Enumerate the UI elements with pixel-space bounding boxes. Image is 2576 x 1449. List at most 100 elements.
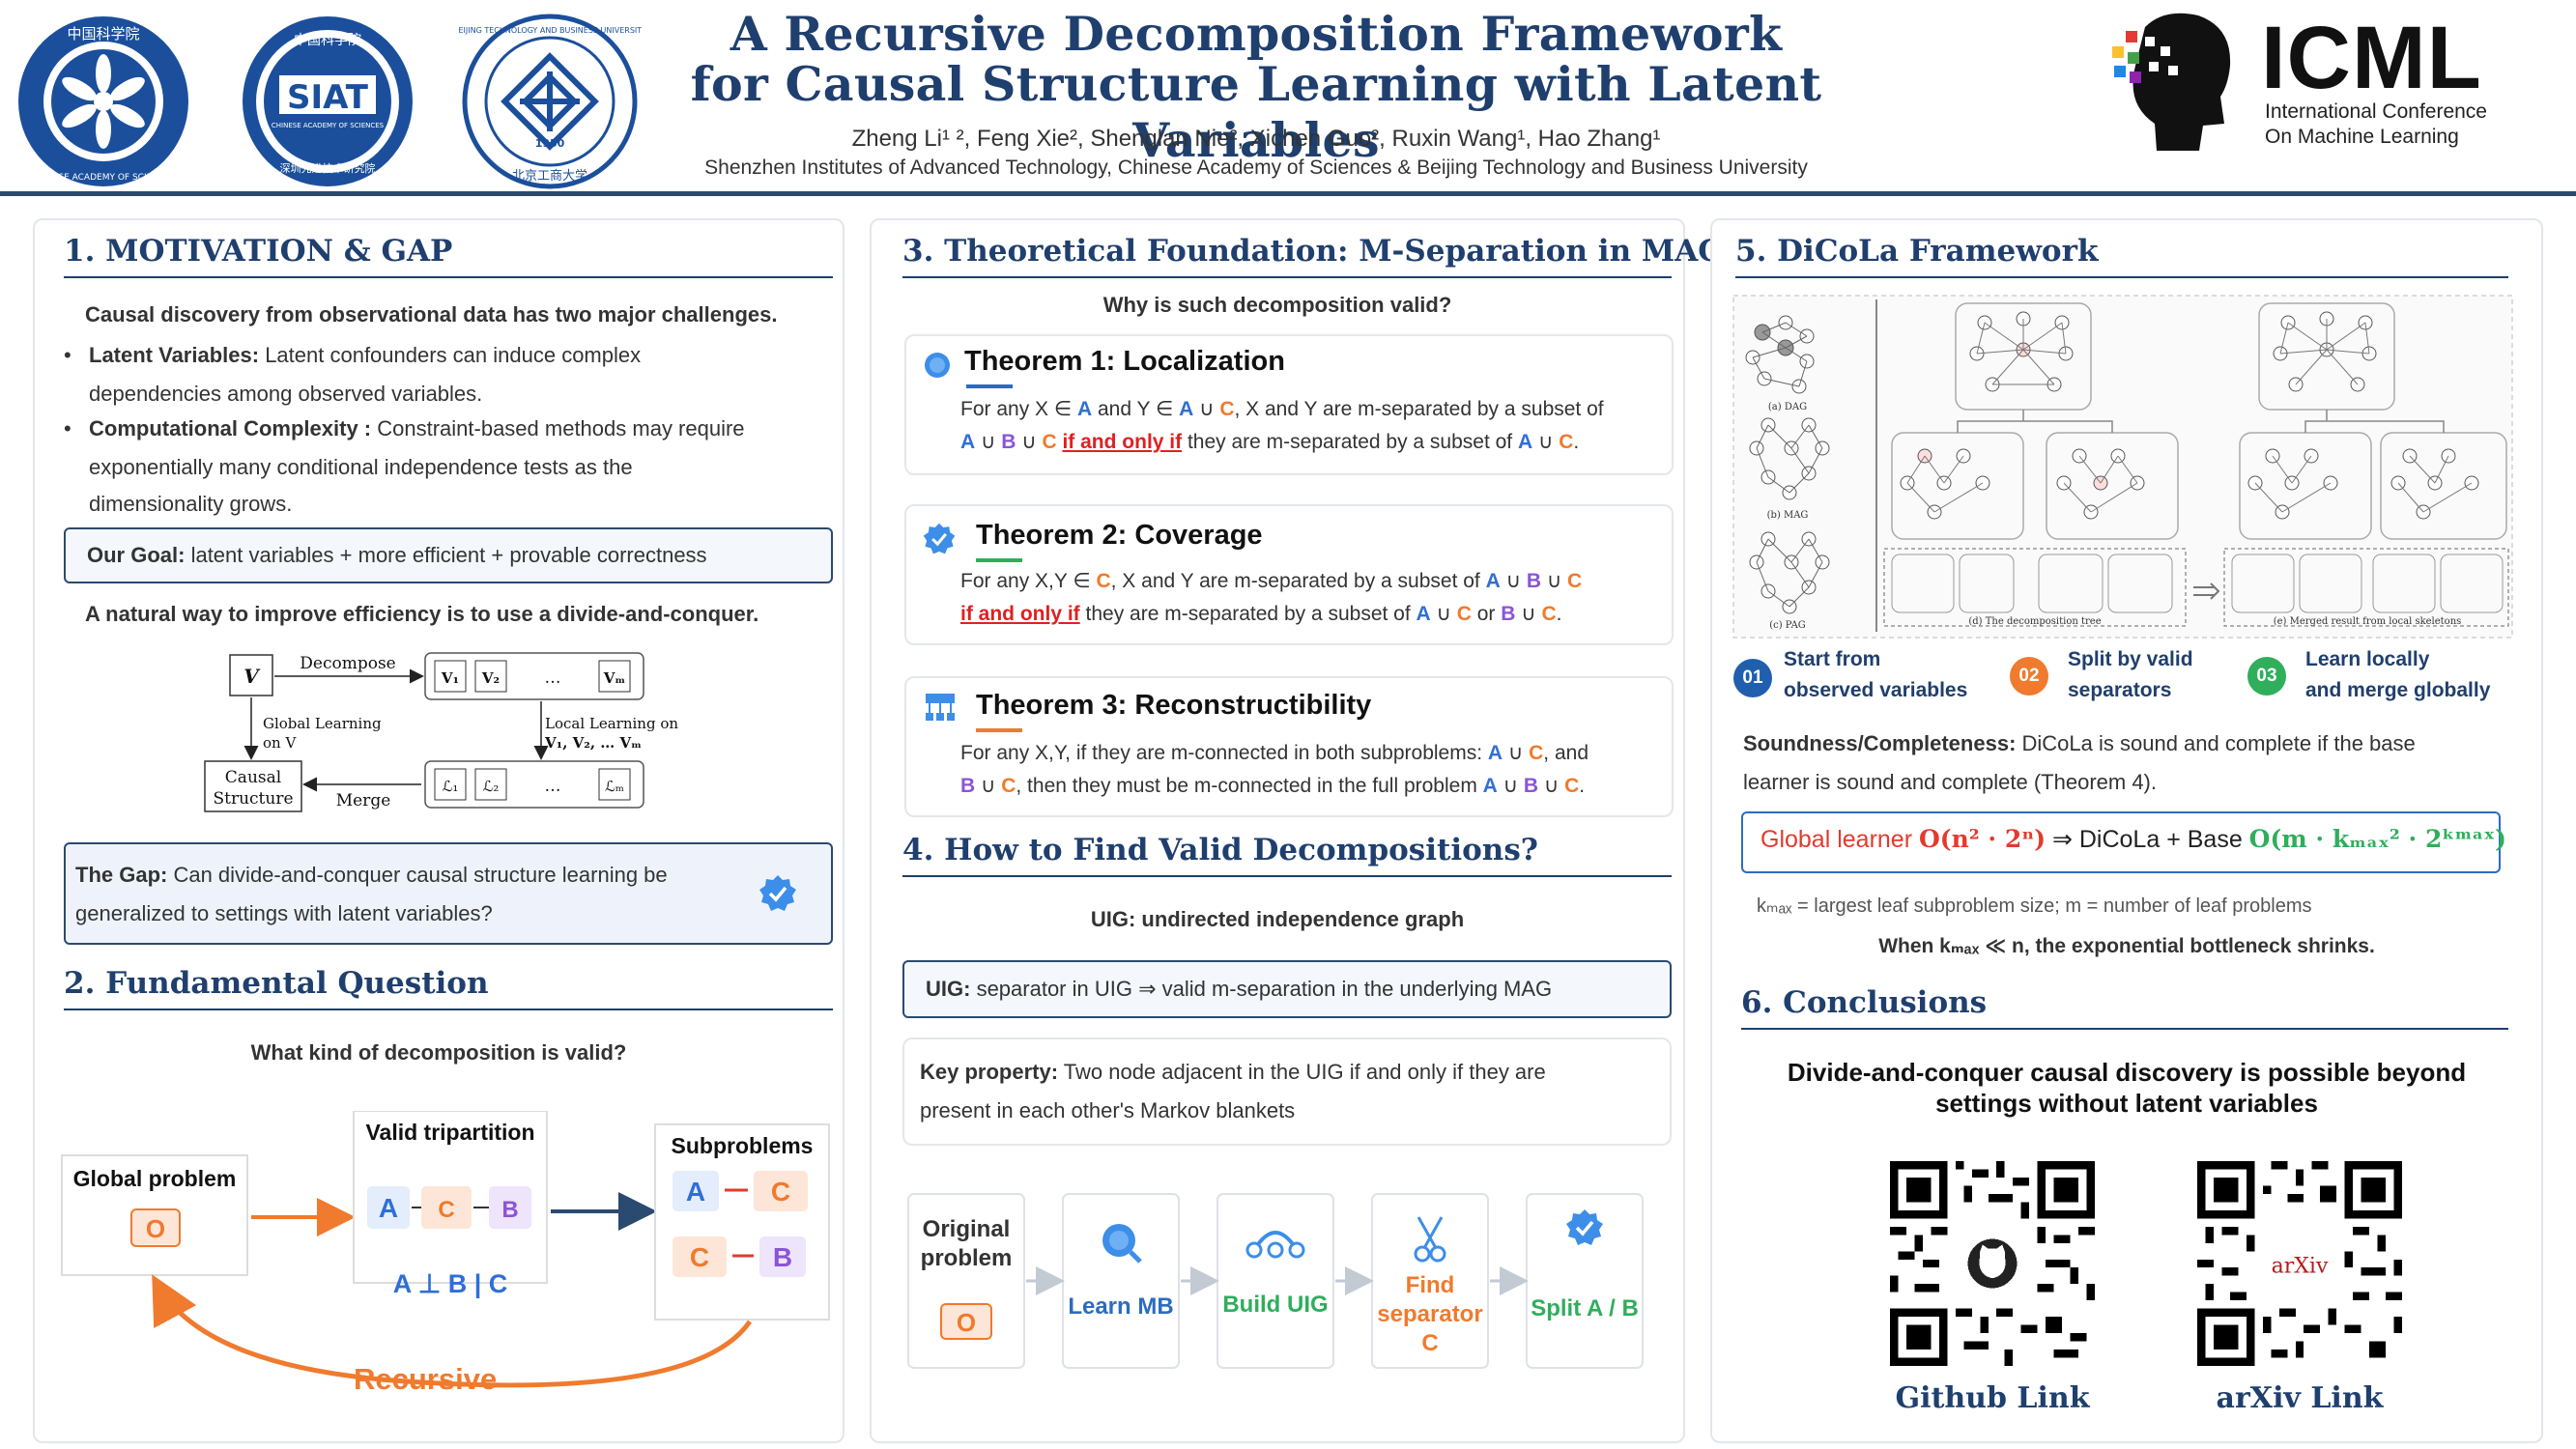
- section3-title: 3. Theoretical Foundation: M-Separation …: [902, 234, 1741, 269]
- trip-indep: A ⊥ B | C: [393, 1269, 508, 1298]
- trip-b: B: [501, 1197, 518, 1223]
- flow-original2: problem: [921, 1245, 1013, 1271]
- t1a: For any X ∈: [960, 398, 1077, 420]
- arxiv-qr-code[interactable]: arXiv: [2197, 1161, 2402, 1366]
- diag-global2: on V: [263, 734, 297, 752]
- key-line2: present in each other's Markov blankets: [920, 1098, 1296, 1122]
- t1k: ∪: [1016, 431, 1043, 453]
- s1-bullet2-head: Computational Complexity :: [89, 416, 372, 440]
- theorem2-line1: For any X,Y ∈ C, X and Y are m-separated…: [960, 562, 1582, 601]
- trip-c: C: [438, 1197, 454, 1223]
- diag-decompose: Decompose: [300, 654, 395, 673]
- uig-flow-diagram: Original problem O Learn MB Build UIG Fi…: [907, 1193, 1644, 1369]
- section6-title: 6. Conclusions: [1741, 985, 1988, 1020]
- soundness-body: DiCoLa is sound and complete if the base: [2016, 731, 2416, 755]
- cas-logo-cn: 中国科学院: [67, 25, 139, 43]
- icml-logo-sub1: International Conference: [2265, 100, 2487, 123]
- btbu-logo: 1950 BEIJING TECHNOLOGY AND BUSINESS UNI…: [458, 14, 642, 189]
- diag-merge: Merge: [336, 791, 391, 810]
- t1j: B: [1001, 431, 1016, 453]
- header-divider: [0, 191, 2576, 196]
- section5-rule: [1735, 276, 2508, 278]
- t1n: A: [1517, 431, 1533, 453]
- t3c: ∪: [1503, 742, 1530, 764]
- github-link[interactable]: Github Link: [1895, 1381, 2090, 1415]
- arxiv-link[interactable]: arXiv Link: [2216, 1381, 2384, 1415]
- diag-vm: Vₘ: [603, 669, 626, 687]
- theorem2-title: Theorem 2: Coverage: [976, 520, 1263, 551]
- diag-v1: V₁: [441, 669, 459, 687]
- flow-separator: separator: [1377, 1301, 1482, 1327]
- s2-question: What kind of decomposition is valid?: [250, 1040, 627, 1065]
- bullet-dot: •: [64, 343, 72, 367]
- btbu-logo-year: 1950: [535, 137, 565, 150]
- section1-title: 1. MOTIVATION & GAP: [64, 234, 453, 269]
- key-property-card: [902, 1037, 1672, 1146]
- s1-bullet1-line2: dependencies among observed variables.: [89, 382, 483, 406]
- t2a: For any X,Y ∈: [960, 570, 1097, 592]
- t1q: .: [1573, 431, 1580, 453]
- goal-head: Our Goal:: [87, 543, 186, 567]
- btbu-logo-ring: BEIJING TECHNOLOGY AND BUSINESS UNIVERSI…: [458, 26, 642, 35]
- sub2-c: C: [690, 1242, 709, 1272]
- poster-affiliation: Shenzhen Institutes of Advanced Technolo…: [704, 156, 1808, 179]
- t3i: , then they must be m-connected in the f…: [1016, 775, 1483, 797]
- theorem3-card: [904, 676, 1674, 817]
- complexity-box: [1741, 811, 2501, 873]
- siat-logo: 中国科学院 SIAT CHINESE ACADEMY OF SCIENCES 深…: [243, 16, 413, 186]
- verified-badge-icon: [759, 875, 796, 911]
- step2-line2: separators: [2068, 679, 2172, 701]
- tripartition-diagram: Global problem O Valid tripartition A C …: [61, 1111, 830, 1388]
- theorem3-title: Theorem 3: Reconstructibility: [976, 690, 1372, 721]
- sub1-c: C: [771, 1177, 790, 1207]
- gap-line1: The Gap: Can divide-and-conquer causal s…: [75, 856, 668, 895]
- flow-learn-mb: Learn MB: [1068, 1293, 1173, 1320]
- t1h: A: [960, 431, 976, 453]
- s1-bullet2-line1: Computational Complexity : Constraint-ba…: [89, 410, 745, 448]
- diag-v: V: [243, 665, 261, 688]
- trip-a: A: [379, 1193, 398, 1223]
- siat-logo-cn-top: 中国科学院: [294, 33, 361, 48]
- t3h: C: [1001, 775, 1016, 797]
- siat-logo-sub: CHINESE ACADEMY OF SCIENCES: [272, 122, 385, 129]
- soundness-line1: Soundness/Completeness: DiCoLa is sound …: [1743, 724, 2416, 763]
- t1o: ∪: [1532, 431, 1560, 453]
- divide-conquer-diagram: V Decompose V₁ V₂ … Vₘ Global Learning o…: [204, 652, 678, 812]
- theorem3-line2: B ∪ C, then they must be m-connected in …: [960, 767, 1585, 806]
- poster-authors: Zheng Li¹ ², Feng Xie², Shenglan Nie², X…: [851, 126, 1661, 152]
- soundness-head: Soundness/Completeness:: [1743, 731, 2017, 755]
- s4-uig-def: UIG: undirected independence graph: [1090, 907, 1465, 931]
- uig-box-head: UIG:: [926, 977, 971, 1001]
- section5-title: 5. DiCoLa Framework: [1735, 234, 2099, 269]
- goal-text: Our Goal: latent variables + more effici…: [87, 536, 707, 575]
- fig-label-pag: (c) PAG: [1769, 620, 1806, 631]
- s1-bullet1-head: Latent Variables:: [89, 343, 260, 367]
- t3m: ∪: [1538, 775, 1565, 797]
- t3n: C: [1564, 775, 1580, 797]
- complexity-formula: Global learner O(n² · 2ⁿ) ⇒ DiCoLa + Bas…: [1760, 825, 2506, 854]
- poster-title-line1: A Recursive Decomposition Framework: [730, 6, 1783, 62]
- magnifier-icon: [925, 353, 950, 378]
- theorem1-line1: For any X ∈ A and Y ∈ A ∪ C, X and Y are…: [960, 390, 1604, 429]
- flow-c: C: [1421, 1330, 1438, 1356]
- t1g: , X and Y are m-separated by a subset of: [1234, 398, 1604, 420]
- s1-bullet1-text: Latent confounders can induce complex: [259, 343, 642, 367]
- t3k: ∪: [1497, 775, 1524, 797]
- siat-logo-text: SIAT: [287, 78, 369, 117]
- t1c: and Y ∈: [1092, 398, 1180, 420]
- t1f: C: [1219, 398, 1235, 420]
- icml-logo-sub2: On Machine Learning: [2265, 126, 2459, 148]
- t1m: they are m-separated by a subset of: [1182, 431, 1518, 453]
- t3b: A: [1487, 742, 1503, 764]
- uig-box-body: separator in UIG ⇒ valid m-separation in…: [970, 977, 1553, 1001]
- sub2-b: B: [773, 1242, 792, 1272]
- flow-original1: Original: [923, 1216, 1011, 1242]
- flow-o: O: [957, 1308, 976, 1337]
- theorem2-line2: if and only if they are m-separated by a…: [960, 595, 1562, 634]
- flow-build-uig: Build UIG: [1222, 1292, 1328, 1318]
- step3-line2: and merge globally: [2305, 679, 2491, 701]
- github-qr-code[interactable]: [1890, 1161, 2095, 1366]
- theorem1-card: [904, 334, 1674, 475]
- step2-badge: 02: [2010, 657, 2048, 696]
- t1l: C: [1042, 431, 1057, 453]
